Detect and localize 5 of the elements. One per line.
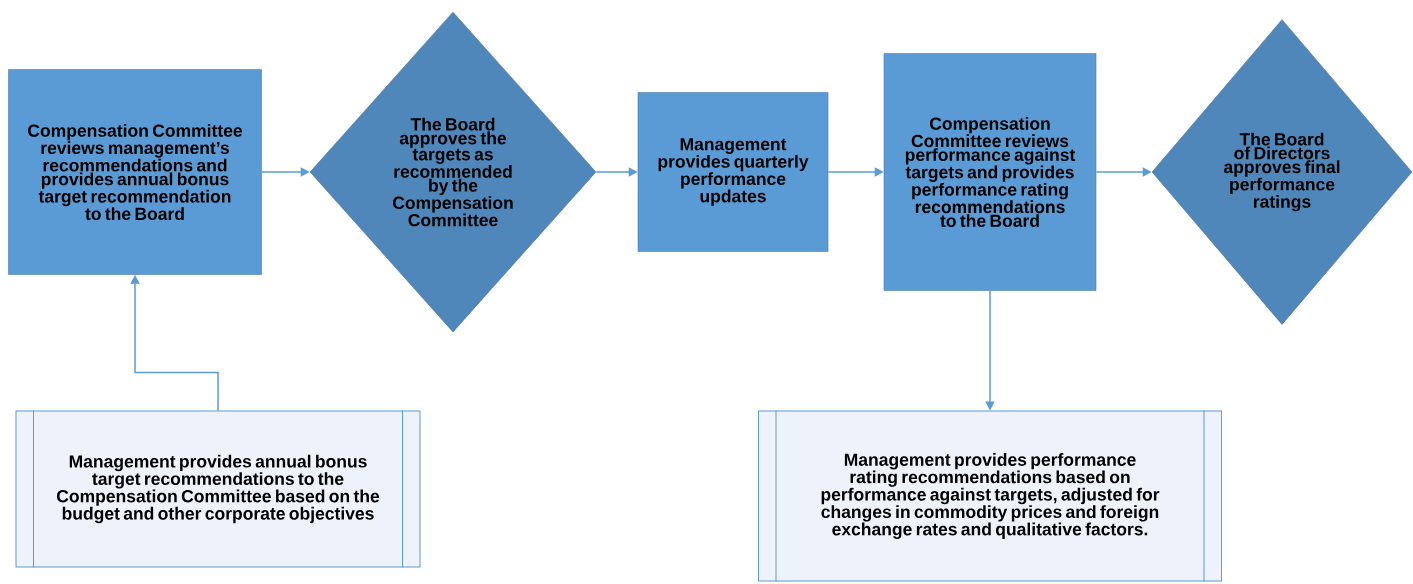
process-box: Management provides quarterly performance updates	[637, 92, 829, 252]
predefined-process-box: Management provides performance rating recommendations based on performance against targets, adjusted for changes in commodity prices and foreign exchange rates and qualitative factors.	[758, 410, 1222, 582]
process-box: Compensation Committee reviews performance against targets and provides performance rating recommendations to the Board	[883, 53, 1097, 291]
predefined-process-box: Management provides annual bonus target recommendations to the Compensation Committee based on the budget and other corporate objectives	[15, 410, 421, 568]
process-box: Compensation Committee reviews management’s recommendations and provides annual bonus target recommendation to the Board	[8, 69, 262, 275]
